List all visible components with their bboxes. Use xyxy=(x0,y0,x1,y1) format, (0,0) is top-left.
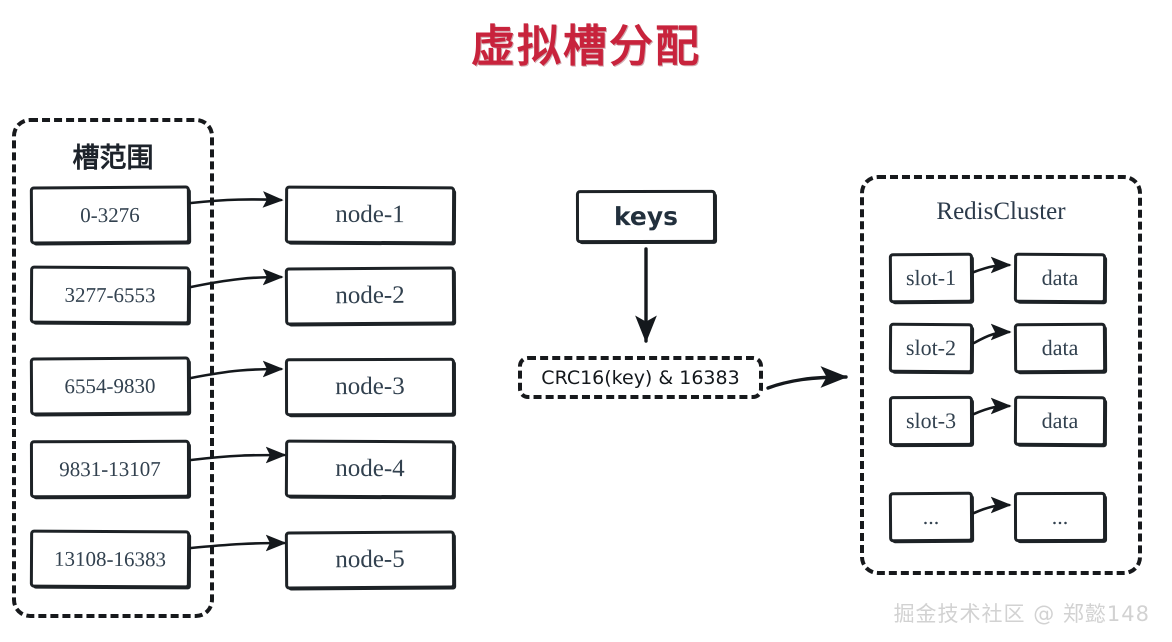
cluster-slot-label: slot-3 xyxy=(905,407,957,434)
slot-range-label: 6554-9830 xyxy=(64,373,156,398)
keys-label: keys xyxy=(613,201,679,232)
cluster-ellipsis-slot-box[interactable]: ... xyxy=(888,491,974,543)
slot-range-label: 0-3276 xyxy=(80,202,140,227)
redis-cluster-panel xyxy=(860,175,1142,575)
slot-range-box[interactable]: 6554-9830 xyxy=(29,356,191,416)
crc16-to-cluster-arrow xyxy=(766,366,848,390)
slot-range-box[interactable]: 0-3276 xyxy=(29,185,191,245)
node-box[interactable]: node-1 xyxy=(284,185,456,245)
cluster-slot-label: slot-2 xyxy=(905,334,957,361)
slot-range-box[interactable]: 13108-16383 xyxy=(29,529,191,589)
cluster-slot-label: slot-1 xyxy=(905,264,957,291)
cluster-data-box[interactable]: data xyxy=(1013,252,1107,304)
node-label: node-1 xyxy=(335,200,405,229)
cluster-data-label: data xyxy=(1041,334,1079,361)
node-label: node-4 xyxy=(335,454,405,483)
slot-range-label: 13108-16383 xyxy=(53,546,167,571)
cluster-data-label: data xyxy=(1041,407,1079,434)
crc16-formula-box[interactable]: CRC16(key) & 16383 xyxy=(518,356,763,399)
cluster-slot-box[interactable]: slot-1 xyxy=(888,252,974,304)
node-label: node-2 xyxy=(335,281,405,310)
slot-range-box[interactable]: 9831-13107 xyxy=(29,439,191,499)
node-label: node-5 xyxy=(335,545,405,574)
keys-box[interactable]: keys xyxy=(575,189,717,244)
node-box[interactable]: node-3 xyxy=(284,357,456,417)
crc16-formula-label: CRC16(key) & 16383 xyxy=(541,366,740,389)
node-label: node-3 xyxy=(335,372,405,401)
node-box[interactable]: node-2 xyxy=(284,266,456,326)
cluster-slot-box[interactable]: slot-2 xyxy=(888,322,974,374)
cluster-slot-box[interactable]: slot-3 xyxy=(888,395,974,447)
slot-range-label: 3277-6553 xyxy=(64,282,156,307)
node-box[interactable]: node-5 xyxy=(284,530,456,590)
cluster-ellipsis-data-box[interactable]: ... xyxy=(1013,491,1107,543)
cluster-data-box[interactable]: data xyxy=(1013,322,1107,374)
cluster-data-label: ... xyxy=(1051,503,1069,530)
slot-range-box[interactable]: 3277-6553 xyxy=(29,265,191,325)
node-box[interactable]: node-4 xyxy=(284,439,456,499)
page-title: 虚拟槽分配 xyxy=(471,21,701,72)
cluster-slot-label: ... xyxy=(922,503,940,530)
redis-cluster-panel-label: RedisCluster xyxy=(936,198,1066,225)
slot-range-panel-label: 槽范围 xyxy=(72,143,154,174)
cluster-data-box[interactable]: data xyxy=(1013,395,1107,447)
watermark: 掘金技术社区 @ 郑懿148 xyxy=(893,602,1150,626)
slot-range-label: 9831-13107 xyxy=(59,456,161,481)
cluster-data-label: data xyxy=(1041,264,1079,291)
